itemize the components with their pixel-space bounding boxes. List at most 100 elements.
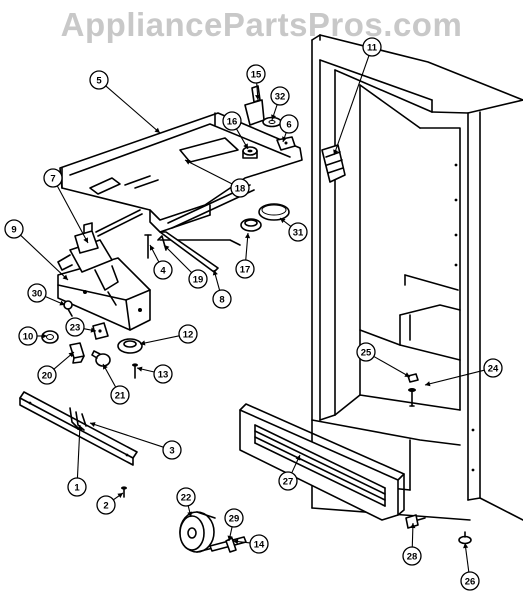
callout-circle bbox=[153, 364, 173, 384]
callout-number: 28 bbox=[407, 551, 418, 562]
callout-number: 24 bbox=[488, 363, 499, 374]
callout-number: 3 bbox=[169, 445, 174, 456]
callout-circle bbox=[176, 487, 196, 507]
callout-arrowhead bbox=[227, 535, 233, 541]
divider-assembly bbox=[59, 112, 303, 273]
callout-circle bbox=[37, 365, 57, 385]
callout-arrowhead bbox=[90, 422, 96, 428]
callout-arrowhead bbox=[271, 114, 277, 120]
callout-circle bbox=[483, 358, 503, 378]
callout-leader bbox=[373, 355, 411, 378]
callout-30: 30 bbox=[27, 283, 66, 306]
callout-number: 7 bbox=[50, 173, 55, 184]
small-parts-cluster bbox=[41, 300, 143, 379]
callout-arrowhead bbox=[77, 425, 83, 431]
callout-number: 20 bbox=[42, 370, 53, 381]
callout-4: 4 bbox=[149, 244, 173, 280]
light-housing-assembly bbox=[57, 209, 151, 331]
callout-2: 2 bbox=[96, 492, 124, 515]
callout-11: 11 bbox=[333, 37, 382, 156]
callout-circle bbox=[460, 571, 480, 591]
callout-circle bbox=[235, 259, 255, 279]
callout-circle bbox=[402, 546, 422, 566]
callout-circle bbox=[67, 477, 87, 497]
callout-25: 25 bbox=[356, 342, 411, 378]
callout-arrowhead bbox=[187, 511, 193, 517]
callout-number: 5 bbox=[96, 75, 102, 86]
callout-circle bbox=[246, 64, 266, 84]
callout-arrowhead bbox=[137, 366, 143, 372]
callout-leader bbox=[184, 159, 233, 185]
callout-circle bbox=[188, 269, 208, 289]
callout-layer: 1234567891011121314151617181920212223242… bbox=[4, 37, 503, 591]
callout-circle bbox=[4, 219, 24, 239]
callout-16: 16 bbox=[222, 111, 249, 150]
callout-number: 27 bbox=[283, 476, 294, 487]
callout-circle bbox=[162, 440, 182, 460]
callout-arrowhead bbox=[282, 136, 288, 142]
callout-arrowhead bbox=[463, 543, 469, 549]
callout-arrowhead bbox=[154, 127, 160, 133]
callout-number: 12 bbox=[183, 329, 194, 340]
callout-circle bbox=[178, 324, 198, 344]
callout-arrowhead bbox=[233, 538, 239, 545]
callout-circle bbox=[278, 471, 298, 491]
callout-19: 19 bbox=[163, 244, 208, 289]
callout-leader bbox=[76, 424, 81, 479]
callout-number: 32 bbox=[275, 91, 286, 102]
callout-circle bbox=[224, 508, 244, 528]
callout-number: 2 bbox=[103, 500, 108, 511]
callout-circle bbox=[65, 317, 85, 337]
callout-arrowhead bbox=[103, 364, 108, 370]
callout-number: 29 bbox=[229, 513, 240, 524]
callout-leader bbox=[163, 244, 193, 274]
callout-circle bbox=[96, 495, 116, 515]
callout-29: 29 bbox=[224, 508, 244, 542]
callout-14: 14 bbox=[232, 534, 269, 554]
callout-arrowhead bbox=[117, 493, 123, 499]
callout-arrowhead bbox=[280, 218, 286, 224]
callout-arrowhead bbox=[62, 274, 68, 280]
callout-number: 8 bbox=[219, 294, 224, 305]
callout-31: 31 bbox=[279, 217, 308, 242]
callout-arrowhead bbox=[164, 245, 170, 251]
callout-8: 8 bbox=[212, 269, 232, 309]
callout-6: 6 bbox=[279, 114, 299, 143]
control-parts bbox=[144, 85, 296, 259]
callout-leader bbox=[105, 85, 161, 134]
callout-13: 13 bbox=[136, 364, 173, 384]
callout-3: 3 bbox=[89, 422, 182, 460]
callout-arrowhead bbox=[410, 523, 416, 529]
callout-arrowhead bbox=[295, 455, 301, 461]
callout-leader bbox=[333, 55, 370, 156]
callout-circle bbox=[27, 283, 47, 303]
callout-number: 18 bbox=[235, 183, 246, 194]
callout-22: 22 bbox=[176, 487, 196, 518]
callout-circle bbox=[153, 260, 173, 280]
callout-arrowhead bbox=[243, 143, 248, 149]
callout-15: 15 bbox=[246, 64, 266, 101]
callout-number: 22 bbox=[181, 492, 192, 503]
callout-arrowhead bbox=[90, 327, 96, 333]
callout-number: 30 bbox=[32, 288, 43, 299]
callout-arrowhead bbox=[83, 237, 88, 243]
callout-arrowhead bbox=[404, 372, 410, 377]
callout-28: 28 bbox=[402, 522, 422, 566]
callout-7: 7 bbox=[43, 168, 89, 244]
callout-5: 5 bbox=[89, 70, 161, 134]
callout-arrowhead bbox=[140, 340, 146, 346]
callout-arrowhead bbox=[255, 94, 261, 100]
callout-leader bbox=[56, 185, 89, 244]
callout-number: 17 bbox=[240, 264, 251, 275]
callout-circle bbox=[110, 385, 130, 405]
callout-number: 16 bbox=[227, 116, 238, 127]
callout-leader bbox=[139, 335, 180, 345]
callout-21: 21 bbox=[102, 363, 130, 405]
callout-27: 27 bbox=[278, 454, 301, 491]
callout-number: 25 bbox=[361, 347, 372, 358]
callout-circle bbox=[230, 178, 250, 198]
callout-arrowhead bbox=[59, 300, 65, 306]
callout-number: 19 bbox=[193, 274, 204, 285]
